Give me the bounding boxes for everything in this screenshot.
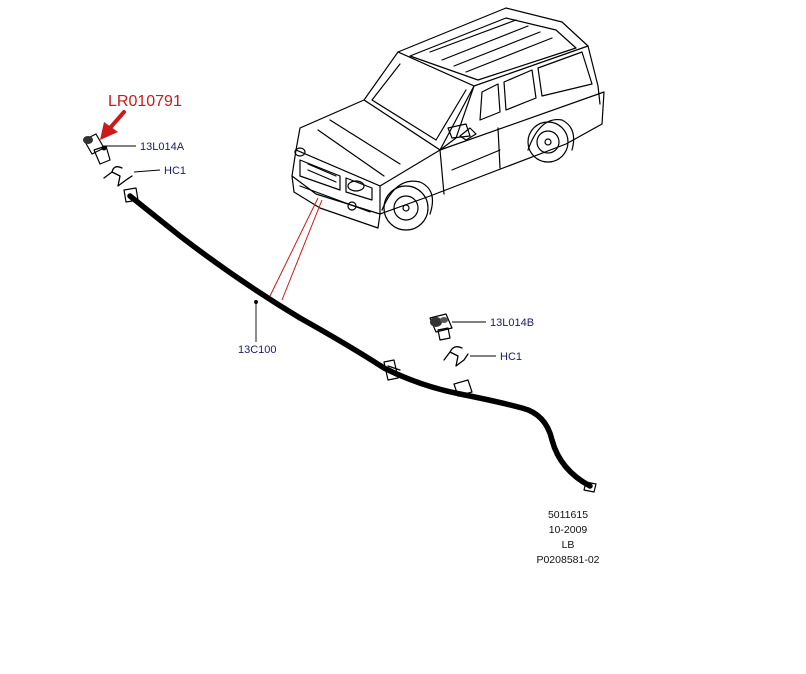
- vehicle-location-leader: [269, 197, 323, 301]
- vehicle-illustration: [291, 7, 605, 231]
- reference-line-4: P0208581-02: [536, 554, 599, 566]
- highlighted-part-number: LR010791: [108, 93, 182, 110]
- hose-clip-left[interactable]: [103, 166, 133, 187]
- callout-clip-right: HC1: [500, 351, 522, 363]
- washer-hose: [123, 187, 597, 493]
- callout-clip-left: HC1: [164, 165, 186, 177]
- drawing-reference-block: 5011615 10-2009 LB P0208581-02: [536, 509, 599, 566]
- reference-line-3: LB: [562, 539, 575, 551]
- callout-leaders: [106, 145, 496, 357]
- highlight-arrow: [100, 110, 126, 140]
- callout-nozzle-left: 13L014A: [140, 141, 185, 153]
- reference-line-2: 10-2009: [549, 524, 588, 536]
- hose-clip-right[interactable]: [443, 346, 469, 367]
- callout-nozzle-right: 13L014B: [490, 317, 534, 329]
- callout-hose: 13C100: [238, 344, 277, 356]
- washer-jet-left[interactable]: [83, 133, 111, 165]
- washer-jet-right[interactable]: [429, 313, 453, 341]
- reference-line-1: 5011615: [548, 509, 588, 521]
